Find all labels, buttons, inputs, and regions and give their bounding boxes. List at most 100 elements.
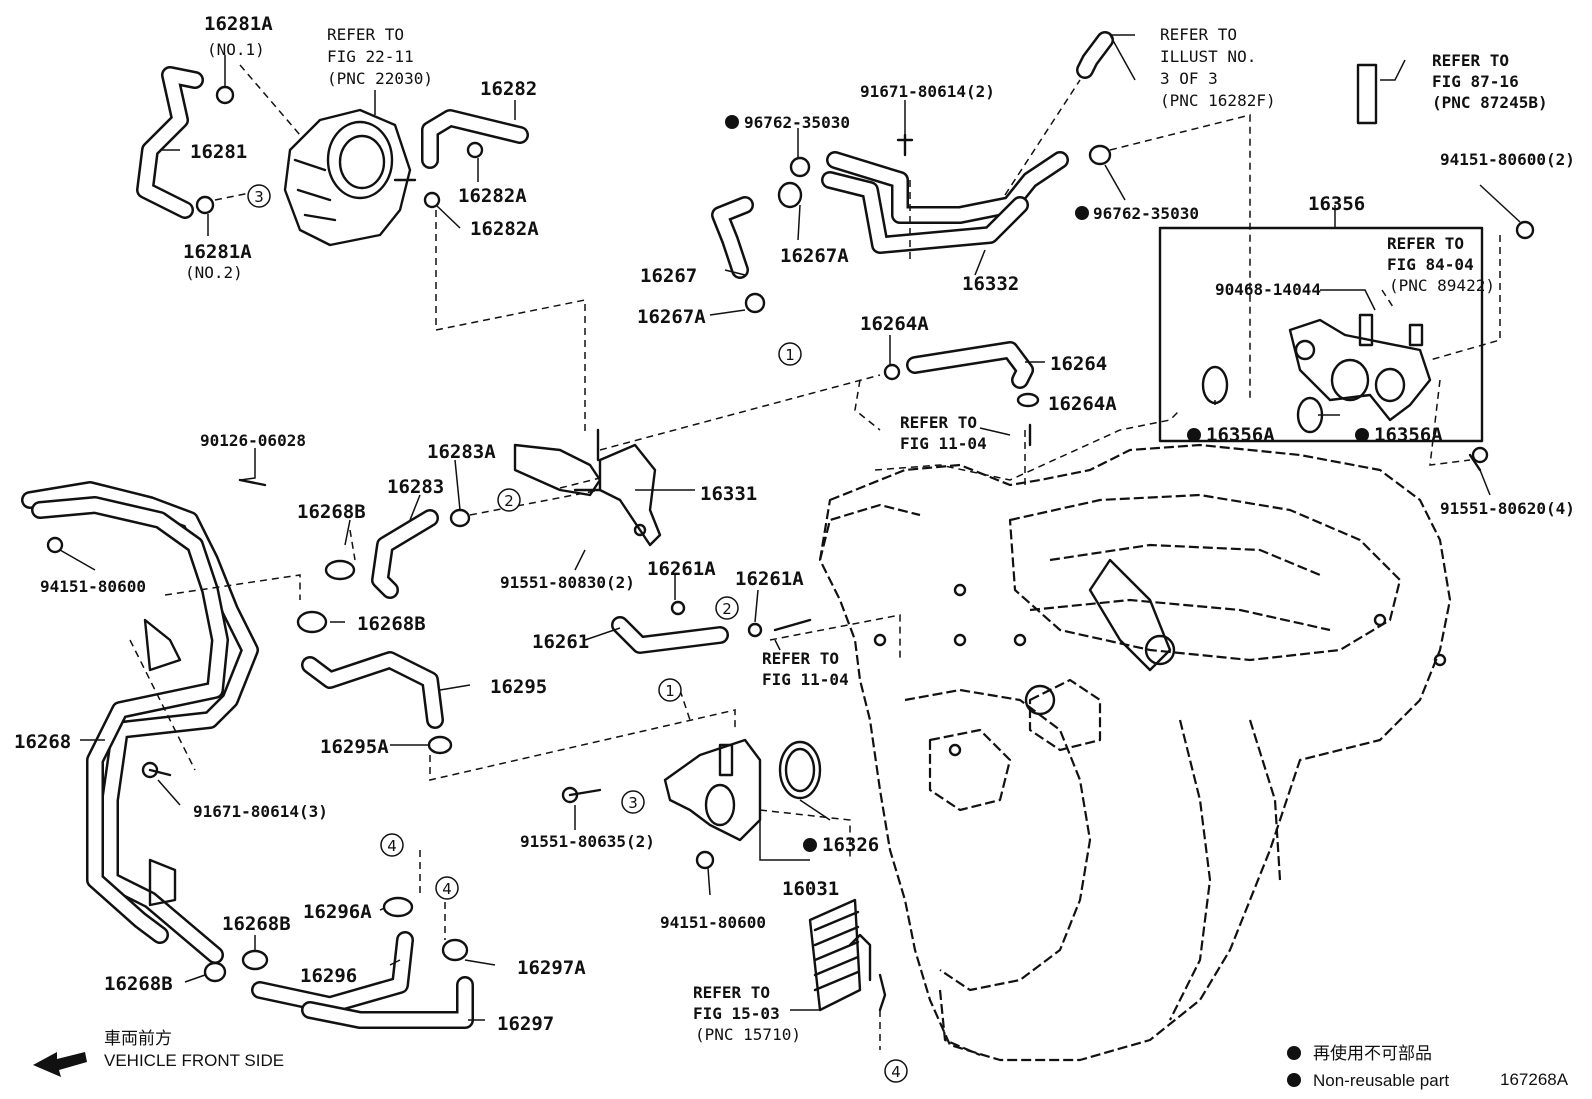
label-94151-c: 94151-80600 [660, 913, 766, 932]
ref-fig84-2: FIG 84-04 [1387, 255, 1474, 274]
label-16282A-b: 16282A [470, 218, 539, 240]
label-16261: 16261 [532, 631, 589, 653]
leader-lines [59, 34, 1521, 1021]
label-16282A-a: 16282A [458, 185, 527, 207]
label-16268B-d: 16268B [104, 973, 173, 995]
part-16282F-hose [1076, 31, 1114, 79]
legend: 車両前方 VEHICLE FRONT SIDE 再使用不可部品 Non-reus… [33, 1029, 1569, 1090]
label-16268: 16268 [14, 731, 71, 753]
figure-id: 167268A [1500, 1070, 1569, 1089]
front-label-jp: 車両前方 [104, 1029, 172, 1048]
ref-illust-4: (PNC 16282F) [1160, 91, 1276, 110]
label-16268B-b: 16268B [357, 613, 426, 635]
label-16267A-a: 16267A [780, 245, 849, 267]
part-16267-hose [711, 156, 811, 314]
part-16282-hose [421, 109, 529, 209]
part-16261-hose [611, 600, 812, 654]
ref-fig11a-1: REFER TO [900, 413, 977, 432]
nonreusable-dot [1187, 428, 1201, 442]
part-16295-hose [296, 559, 453, 755]
label-94151-a: 94151-80600(2) [1440, 150, 1575, 169]
nonreusable-dot [1287, 1073, 1301, 1087]
label-16268B-c: 16268B [222, 913, 291, 935]
label-16332: 16332 [962, 273, 1019, 295]
label-16296A: 16296A [303, 901, 372, 923]
ref-fig87-1: REFER TO [1432, 51, 1509, 70]
label-16281: 16281 [190, 141, 247, 163]
label-90468: 90468-14044 [1215, 280, 1321, 299]
part-16296-16297-hoses [203, 896, 474, 1029]
ref-throttle-1: REFER TO [327, 25, 404, 44]
label-16297: 16297 [497, 1013, 554, 1035]
part-16356-water-outlet [1158, 220, 1535, 472]
nonreusable-dot [1355, 428, 1369, 442]
label-16281A-no1: 16281A [204, 13, 273, 35]
part-15710-oil-cooler [808, 898, 887, 1012]
part-16268-pipe [21, 478, 267, 964]
note-16281A-no1: (NO.1) [207, 40, 265, 59]
label-91671-b: 91671-80614(3) [193, 802, 328, 821]
label-16264: 16264 [1050, 353, 1107, 375]
part-87245B-hose [1356, 63, 1378, 125]
label-91671-a: 91671-80614(2) [860, 82, 995, 101]
nonreusable-dot [725, 115, 739, 129]
part-16332-pipe [821, 133, 1112, 254]
connector-2: 2 [504, 492, 514, 510]
ref-fig15-2: FIG 15-03 [693, 1004, 780, 1023]
ref-throttle-3: (PNC 22030) [327, 69, 433, 88]
label-16356A-a: 16356A [1206, 424, 1275, 446]
label-16268B-a: 16268B [297, 501, 366, 523]
engine-block [818, 443, 1452, 1062]
part-16283-hose [371, 508, 471, 599]
label-16281A-no2: 16281A [183, 241, 252, 263]
part-16264-hose [883, 341, 1040, 447]
ref-fig11b-2: FIG 11-04 [762, 670, 849, 689]
connector-4: 4 [442, 880, 452, 898]
connector-4: 4 [387, 837, 397, 855]
ref-illust-2: ILLUST NO. [1160, 47, 1256, 66]
connector-markers: 3 1 2 2 1 3 4 4 4 [247, 184, 908, 1083]
front-arrow-icon [33, 1052, 87, 1077]
nonreusable-dot [1075, 206, 1089, 220]
label-16331: 16331 [700, 483, 757, 505]
part-16331-bypass [513, 428, 662, 547]
label-16356A-b: 16356A [1374, 424, 1443, 446]
ref-illust-3: 3 OF 3 [1160, 69, 1218, 88]
nonreusable-dot [803, 838, 817, 852]
label-16267: 16267 [640, 265, 697, 287]
ref-fig15-1: REFER TO [693, 983, 770, 1002]
label-16295A: 16295A [320, 736, 389, 758]
connector-3: 3 [628, 794, 638, 812]
note-16281A-no2: (NO.2) [185, 263, 243, 282]
label-16261A-a: 16261A [647, 558, 716, 580]
nonreusable-label-en: Non-reusable part [1313, 1071, 1449, 1090]
label-16264A-a: 16264A [860, 313, 929, 335]
label-16261A-b: 16261A [735, 568, 804, 590]
connector-1: 1 [785, 346, 795, 364]
nonreusable-label-jp: 再使用不可部品 [1313, 1043, 1432, 1063]
connector-1: 1 [665, 682, 675, 700]
part-16281-hose [136, 66, 204, 219]
ref-fig84-3: (PNC 89422) [1389, 276, 1495, 295]
label-16031: 16031 [782, 878, 839, 900]
nonreusable-dot [1287, 1046, 1301, 1060]
label-91551-c: 91551-80635(2) [520, 832, 655, 851]
label-16282: 16282 [480, 78, 537, 100]
label-16296: 16296 [300, 965, 357, 987]
front-label-en: VEHICLE FRONT SIDE [104, 1051, 284, 1070]
label-91551-a: 91551-80620(4) [1440, 499, 1575, 518]
label-16267A-b: 16267A [637, 306, 706, 328]
ref-illust-1: REFER TO [1160, 25, 1237, 44]
ref-fig15-3: (PNC 15710) [695, 1025, 801, 1044]
label-16283: 16283 [387, 476, 444, 498]
part-labels: 16281A (NO.1) 16281 16281A (NO.2) REFER … [14, 13, 1575, 1044]
ref-fig84-1: REFER TO [1387, 234, 1464, 253]
connector-4: 4 [891, 1063, 901, 1081]
connector-2: 2 [722, 600, 732, 618]
label-94151-b: 94151-80600 [40, 577, 146, 596]
label-96762-a: 96762-35030 [744, 113, 850, 132]
dashed-lines [129, 64, 1501, 1050]
label-16295: 16295 [490, 676, 547, 698]
label-16326: 16326 [822, 834, 879, 856]
